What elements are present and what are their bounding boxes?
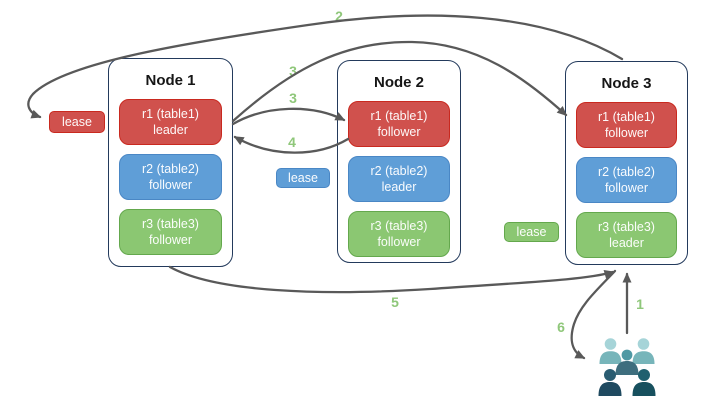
arrow-label-3b: 3 bbox=[289, 90, 297, 106]
arrow-label-6: 6 bbox=[557, 319, 565, 335]
lease-label: lease bbox=[62, 115, 92, 129]
node-title: Node 1 bbox=[145, 72, 196, 89]
replica-label: r2 (table2) bbox=[370, 163, 428, 178]
arrow-3-to-node2 bbox=[231, 107, 346, 126]
replica-role: follower bbox=[377, 125, 421, 139]
replica-box: r1 (table1) leader bbox=[119, 99, 222, 145]
replica-label: r2 (table2) bbox=[142, 161, 199, 176]
replica-role: follower bbox=[148, 233, 193, 247]
person-icon bbox=[632, 338, 655, 364]
replica-box: r3 (table3) follower bbox=[348, 211, 450, 257]
replica-label: r1 (table1) bbox=[142, 106, 199, 121]
replica-list: r1 (table1) follower r2 (table2) leader … bbox=[338, 101, 460, 257]
person-icon bbox=[615, 349, 639, 375]
replica-label: r1 (table1) bbox=[370, 108, 428, 123]
replica-role: leader bbox=[153, 123, 188, 137]
replica-role: leader bbox=[381, 180, 417, 194]
node-2-box: Node 2 r1 (table1) follower r2 (table2) … bbox=[337, 60, 461, 263]
lease-label: lease bbox=[288, 171, 318, 185]
lease-badge-blue: lease bbox=[276, 168, 330, 188]
replica-list: r1 (table1) follower r2 (table2) followe… bbox=[566, 102, 687, 258]
person-icon bbox=[632, 369, 656, 396]
replica-label: r3 (table3) bbox=[142, 216, 199, 231]
users-group-icon bbox=[598, 338, 656, 396]
replica-role: follower bbox=[148, 178, 193, 192]
arrow-label-2: 2 bbox=[335, 8, 343, 24]
replica-box: r1 (table1) follower bbox=[576, 102, 677, 148]
replica-list: r1 (table1) leader r2 (table2) follower … bbox=[109, 99, 232, 255]
node-title: Node 2 bbox=[373, 74, 424, 91]
replica-box: r2 (table2) follower bbox=[119, 154, 222, 200]
person-icon bbox=[599, 338, 622, 364]
replica-role: follower bbox=[377, 235, 421, 249]
arrow-label-5: 5 bbox=[391, 294, 399, 310]
person-icon bbox=[598, 369, 622, 396]
arrow-5 bbox=[168, 265, 615, 294]
arrow-label-3a: 3 bbox=[289, 63, 297, 79]
lease-label: lease bbox=[516, 225, 547, 239]
replica-role: follower bbox=[604, 181, 649, 195]
replica-role: follower bbox=[604, 126, 649, 140]
arrow-6 bbox=[570, 269, 617, 360]
arrow-label-4: 4 bbox=[288, 134, 296, 150]
replica-box: r2 (table2) follower bbox=[576, 157, 677, 203]
node-1-box: Node 1 r1 (table1) leader r2 (table2) fo… bbox=[108, 58, 233, 267]
replica-box: r3 (table3) follower bbox=[119, 209, 222, 255]
replica-label: r1 (table1) bbox=[598, 109, 655, 124]
arrow-label-1: 1 bbox=[636, 296, 644, 312]
node-title: Node 3 bbox=[601, 75, 652, 92]
replica-label: r3 (table3) bbox=[598, 219, 655, 234]
node-3-box: Node 3 r1 (table1) follower r2 (table2) … bbox=[565, 61, 688, 265]
replica-box: r1 (table1) follower bbox=[348, 101, 450, 147]
replica-label: r3 (table3) bbox=[370, 218, 428, 233]
replica-box: r2 (table2) leader bbox=[348, 156, 450, 202]
replica-label: r2 (table2) bbox=[598, 164, 655, 179]
lease-badge-red: lease bbox=[49, 111, 105, 133]
replica-role: leader bbox=[609, 236, 644, 250]
replica-box: r3 (table3) leader bbox=[576, 212, 677, 258]
lease-badge-green: lease bbox=[504, 222, 559, 242]
